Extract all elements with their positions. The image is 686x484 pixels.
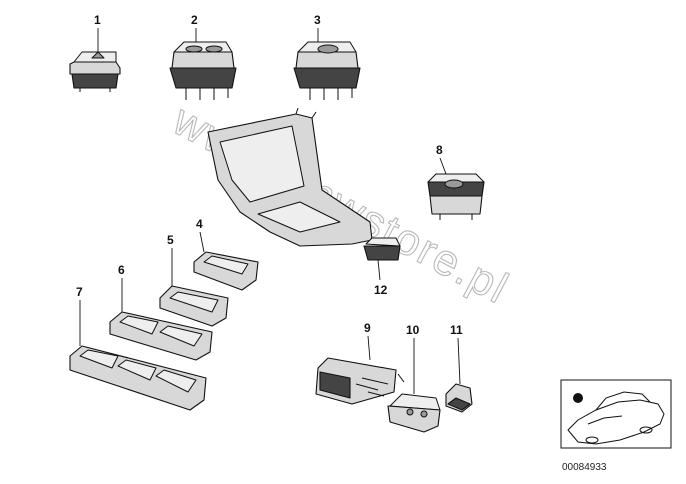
reference-code: 00084933 [562, 462, 607, 473]
center-console-trim [207, 107, 373, 247]
callout-2: 2 [191, 13, 198, 27]
callout-7: 7 [76, 285, 83, 299]
inset-marker-dot [573, 393, 583, 403]
part-1-hazard-switch [69, 51, 121, 92]
callout-8: 8 [436, 143, 443, 157]
callout-9: 9 [364, 321, 371, 335]
leader-lines [79, 28, 461, 394]
part-7-triple-frame [69, 345, 207, 411]
part-12-small-switch [363, 237, 401, 261]
callout-11: 11 [450, 323, 463, 337]
part-9-switch-block [315, 357, 405, 405]
callout-6: 6 [118, 263, 125, 277]
part-5-frame [159, 285, 229, 327]
reference-inset [560, 379, 672, 449]
callout-12: 12 [374, 283, 388, 297]
part-10-window-switch [387, 393, 441, 433]
part-4-single-frame [193, 251, 259, 291]
callout-3: 3 [314, 13, 321, 27]
part-2-double-switch [169, 41, 237, 100]
callout-4: 4 [196, 217, 203, 231]
part-11-cap [445, 383, 473, 413]
callout-labels: 1 2 3 4 5 6 7 8 9 10 11 12 [76, 13, 463, 337]
part-8-switch-cluster [427, 173, 485, 220]
part-3-round-switch [293, 41, 361, 100]
callout-5: 5 [167, 233, 174, 247]
callout-10: 10 [406, 323, 420, 337]
callout-1: 1 [94, 13, 101, 27]
